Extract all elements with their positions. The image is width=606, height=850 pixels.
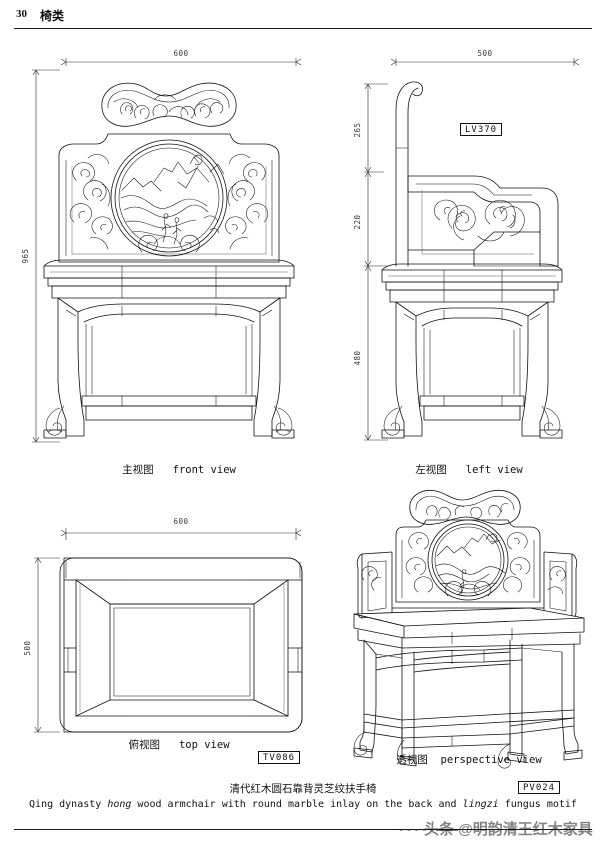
- caption-english-italic2: lingzi: [462, 799, 499, 810]
- perspective-legs: [353, 639, 583, 769]
- left-view-caption: 左视图 left view: [344, 462, 594, 477]
- page-header: 30 椅类: [0, 0, 606, 34]
- caption-english-part2: wood armchair with round marble inlay on…: [131, 799, 463, 810]
- perspective-view-label-cn: 透视图: [396, 754, 428, 766]
- top-view-label-cn: 俯视图: [128, 739, 160, 751]
- armrest-profile: [407, 175, 559, 267]
- left-width-dimension: [390, 58, 580, 66]
- perspective-view-code: PV024: [518, 781, 561, 794]
- top-view-label-en: top view: [178, 739, 230, 751]
- perspective-view-label-en: perspective view: [440, 754, 542, 766]
- front-width-dimension: [60, 58, 302, 66]
- caption-chinese: 清代红木圆石靠背灵芝纹扶手椅: [229, 783, 377, 795]
- top-view-caption: 俯视图 top view: [14, 737, 344, 752]
- front-view-caption: 主视图 front view: [14, 462, 344, 477]
- header-divider: [14, 28, 592, 29]
- legs-and-apron: [43, 297, 295, 439]
- left-view-label-en: left view: [465, 464, 523, 476]
- footer-divider: [14, 829, 592, 830]
- front-view-label-en: front view: [172, 464, 236, 476]
- caption-english-italic1: hong: [107, 799, 132, 810]
- top-width-dimension: [60, 528, 302, 540]
- page-category: 椅类: [40, 9, 65, 23]
- front-width-value: 600: [173, 49, 188, 58]
- left-width-value: 500: [477, 49, 492, 58]
- page-number: 30: [16, 8, 27, 20]
- top-view-code: TV086: [258, 751, 301, 764]
- caption-english-part3: fungus motif: [498, 799, 577, 810]
- seat-plan: [59, 557, 303, 733]
- legs-and-apron-side: [381, 301, 563, 439]
- watermark-text: 头条 @明韵清王红木家具: [424, 821, 593, 838]
- caption-english-part1: Qing dynasty: [29, 799, 108, 810]
- left-back-lower-value: 220: [353, 214, 362, 229]
- front-view: 600 965: [14, 40, 344, 460]
- watermark-dashes: -----———: [398, 823, 459, 836]
- perspective-crest-rail: [409, 489, 521, 525]
- front-view-label-cn: 主视图: [122, 464, 154, 476]
- top-depth-dimension: [34, 557, 60, 733]
- caption-english: Qing dynasty hong wood armchair with rou…: [0, 799, 606, 810]
- lingzhi-carving-left: [69, 154, 113, 250]
- left-back-upper-value: 265: [353, 122, 362, 137]
- seat-assembly: [43, 259, 295, 299]
- left-view-code: LV370: [460, 123, 503, 136]
- back-post: [395, 81, 423, 267]
- back-panel: [58, 133, 280, 263]
- lingzhi-carving-right: [225, 154, 269, 250]
- top-depth-value: 500: [23, 640, 32, 655]
- crest-rail: [101, 82, 237, 127]
- left-height-dimensions: [364, 83, 388, 441]
- lingzhi-carving-center: [138, 234, 200, 253]
- perspective-back-panel: [395, 519, 541, 603]
- perspective-seat: [353, 607, 585, 649]
- left-seat-height-value: 480: [353, 350, 362, 365]
- front-height-value: 965: [21, 248, 30, 263]
- top-width-value: 600: [173, 517, 188, 526]
- left-view: 500 265 220 480: [344, 40, 594, 460]
- perspective-view: [344, 482, 594, 772]
- landscape-scene: [120, 154, 225, 245]
- front-height-dimension: [32, 69, 60, 443]
- perspective-view-caption: 透视图 perspective view: [344, 752, 594, 767]
- perspective-arms: [356, 551, 578, 619]
- left-view-label-cn: 左视图: [415, 464, 447, 476]
- top-view: 600 500: [14, 500, 344, 740]
- seat-assembly-side: [381, 263, 563, 303]
- marble-roundel: [110, 139, 228, 257]
